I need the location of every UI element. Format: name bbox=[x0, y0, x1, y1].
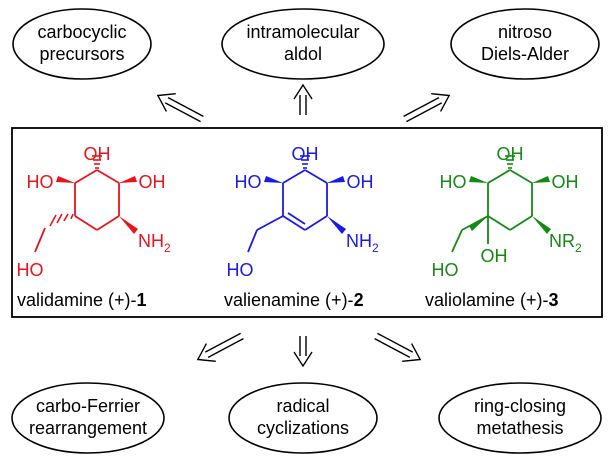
oh-top-label: OH bbox=[84, 144, 111, 164]
wedge-bond bbox=[119, 216, 138, 234]
strategy-label-line2: precursors bbox=[39, 44, 124, 64]
arrow-to-carbocyclic bbox=[156, 93, 204, 123]
hashed-bond bbox=[505, 155, 515, 169]
wedge-bond bbox=[469, 176, 488, 183]
nh2-label: NH2 bbox=[138, 231, 171, 255]
hashed-bond bbox=[300, 155, 310, 169]
ho-left-label: HO bbox=[27, 172, 54, 192]
strategy-label-line2: aldol bbox=[284, 44, 322, 64]
oh-right-label: OH bbox=[139, 172, 166, 192]
oh-right-label: OH bbox=[347, 172, 374, 192]
ho-left-label: HO bbox=[235, 172, 262, 192]
wedge-bond bbox=[327, 216, 346, 234]
wedge-bond bbox=[56, 176, 75, 183]
arrow-to-diels-alder bbox=[403, 93, 451, 123]
molecule-valienamine: OH HO OH NH2 HO bbox=[227, 144, 380, 280]
arrow-to-metathesis bbox=[374, 332, 422, 362]
wedge-bond bbox=[469, 216, 488, 231]
arrow-to-aldol bbox=[293, 83, 313, 115]
strategy-label-line1: nitroso bbox=[498, 22, 552, 42]
arrow-to-radical bbox=[293, 336, 313, 368]
strategy-label-line1: carbo-Ferrier bbox=[36, 396, 140, 416]
molecule-validamine: OH HO OH NH2 HO bbox=[17, 144, 172, 280]
strategy-label-line2: metathesis bbox=[476, 418, 563, 438]
strategy-label-line1: carbocyclic bbox=[37, 22, 126, 42]
strategy-label-line2: rearrangement bbox=[29, 418, 147, 438]
oh-top-label: OH bbox=[292, 144, 319, 164]
ho-bottom-label: HO bbox=[432, 260, 459, 280]
strategy-label-line1: radical bbox=[276, 396, 329, 416]
strategy-label-line1: ring-closing bbox=[474, 396, 566, 416]
oh-mid-label: OH bbox=[481, 246, 508, 266]
caption-validamine: validamine (+)-1 bbox=[17, 290, 147, 310]
wedge-bond bbox=[119, 176, 137, 183]
oh-top-label: OH bbox=[497, 144, 524, 164]
nh2-label: NH2 bbox=[346, 231, 379, 255]
arrow-to-carbo-ferrier bbox=[196, 332, 244, 362]
strategy-label-line1: intramolecular bbox=[246, 22, 359, 42]
caption-valiolamine: valiolamine (+)-3 bbox=[425, 290, 559, 310]
strategy-nitroso-diels-alder: nitroso Diels-Alder bbox=[450, 8, 600, 80]
strategy-carbo-ferrier-rearrangement: carbo-Ferrier rearrangement bbox=[11, 382, 165, 454]
oh-right-label: OH bbox=[552, 172, 579, 192]
molecule-valiolamine: OH HO OH NR2 OH HO bbox=[432, 144, 583, 280]
hashed-bond bbox=[92, 155, 102, 169]
strategy-label-line2: cyclizations bbox=[257, 418, 349, 438]
strategy-radical-cyclizations: radical cyclizations bbox=[228, 382, 378, 454]
wedge-bond bbox=[532, 176, 550, 183]
wedge-bond bbox=[264, 176, 283, 183]
strategy-carbocyclic-precursors: carbocyclic precursors bbox=[12, 8, 152, 80]
wedge-bond bbox=[532, 216, 551, 234]
ho-bottom-label: HO bbox=[227, 260, 254, 280]
strategy-label-line2: Diels-Alder bbox=[481, 44, 569, 64]
wedge-bond bbox=[327, 176, 345, 183]
strategy-intramolecular-aldol: intramolecular aldol bbox=[221, 8, 385, 80]
strategy-ring-closing-metathesis: ring-closing metathesis bbox=[438, 382, 602, 454]
hashed-bond bbox=[49, 213, 74, 227]
nr2-label: NR2 bbox=[549, 231, 582, 255]
caption-valienamine: valienamine (+)-2 bbox=[224, 290, 364, 310]
ho-bottom-label: HO bbox=[17, 260, 44, 280]
ho-left-label: HO bbox=[440, 172, 467, 192]
